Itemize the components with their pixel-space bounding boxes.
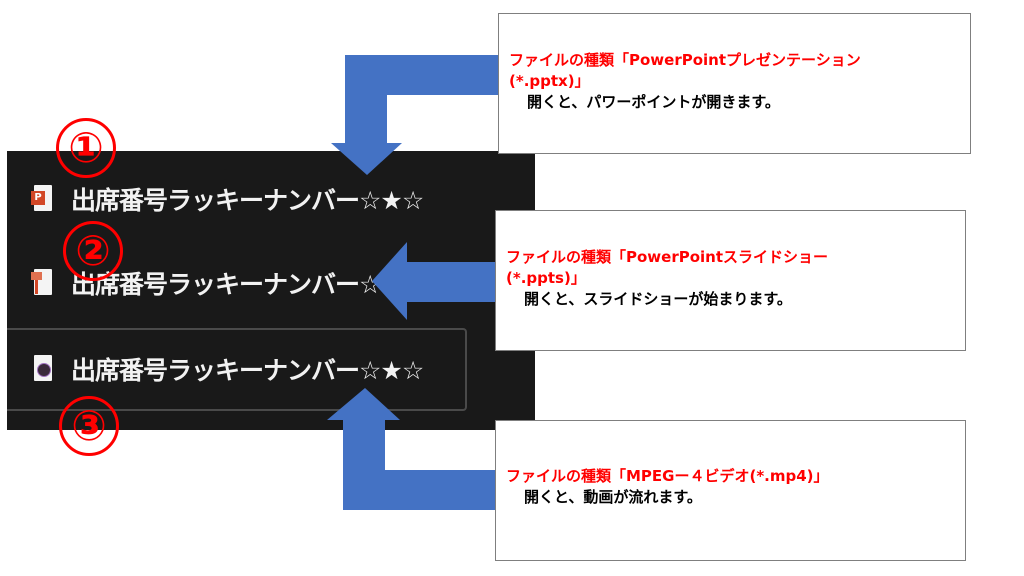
callout-pptx: ファイルの種類「PowerPointプレゼンテーション (*.pptx)」 開く… [498,13,971,154]
callout-title: ファイルの種類「PowerPointスライドショー [506,248,829,266]
video-file-icon [31,355,53,383]
slideshow-file-icon [31,269,53,297]
file-item-mp4[interactable]: 出席番号ラッキーナンバー☆★☆ [7,349,424,389]
file-item-pptx[interactable]: P 出席番号ラッキーナンバー☆★☆ [7,179,424,219]
callout-desc: 開くと、パワーポイントが開きます。 [527,93,780,111]
file-item-ppts[interactable]: 出席番号ラッキーナンバー☆ [7,263,381,303]
callout-title: ファイルの種類「PowerPointプレゼンテーション [509,51,861,69]
callout-title: ファイルの種類「MPEGー４ビデオ(*.mp4)」 [506,467,829,485]
callout-title-cont: (*.ppts)」 [506,269,586,287]
file-name: 出席番号ラッキーナンバー☆★☆ [71,186,424,215]
callout-desc: 開くと、スライドショーが始まります。 [524,290,792,308]
file-name: 出席番号ラッキーナンバー☆★☆ [71,356,424,385]
marker-2: ② [63,221,123,281]
arrow-down-icon [331,55,498,175]
callout-ppts: ファイルの種類「PowerPointスライドショー (*.ppts)」 開くと、… [495,210,966,351]
powerpoint-file-icon: P [31,185,53,213]
arrow-up-icon [327,388,495,510]
callout-title-cont: (*.pptx)」 [509,72,590,90]
callout-desc: 開くと、動画が流れます。 [524,488,702,506]
marker-3: ③ [59,396,119,456]
marker-1: ① [56,118,116,178]
arrow-left-icon [372,242,495,320]
selected-row-outline [7,328,467,411]
callout-mp4: ファイルの種類「MPEGー４ビデオ(*.mp4)」 開くと、動画が流れます。 [495,420,966,561]
file-name: 出席番号ラッキーナンバー☆ [71,270,381,299]
